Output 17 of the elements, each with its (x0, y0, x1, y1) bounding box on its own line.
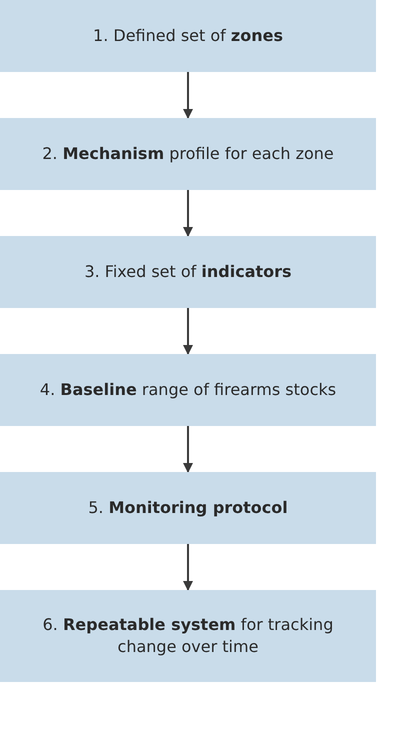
arrow (183, 190, 193, 237)
process-box (0, 590, 376, 682)
arrow (183, 426, 193, 473)
step-text: 4. Baseline range of firearms stocks (40, 379, 336, 401)
arrow (183, 308, 193, 355)
step-text: 5. Monitoring protocol (88, 497, 288, 519)
step-text: 6. Repeatable system for tracking change over time (42, 614, 334, 658)
arrow (183, 72, 193, 119)
step-text: 1. Defined set of zones (93, 25, 283, 47)
step-text: 3. Fixed set of indicators (84, 261, 292, 283)
process-box (0, 118, 376, 190)
process-box (0, 472, 376, 544)
arrow (183, 544, 193, 591)
step-text: 2. Mechanism profile for each zone (42, 143, 334, 165)
process-box (0, 354, 376, 426)
process-box (0, 236, 376, 308)
process-box (0, 0, 376, 72)
